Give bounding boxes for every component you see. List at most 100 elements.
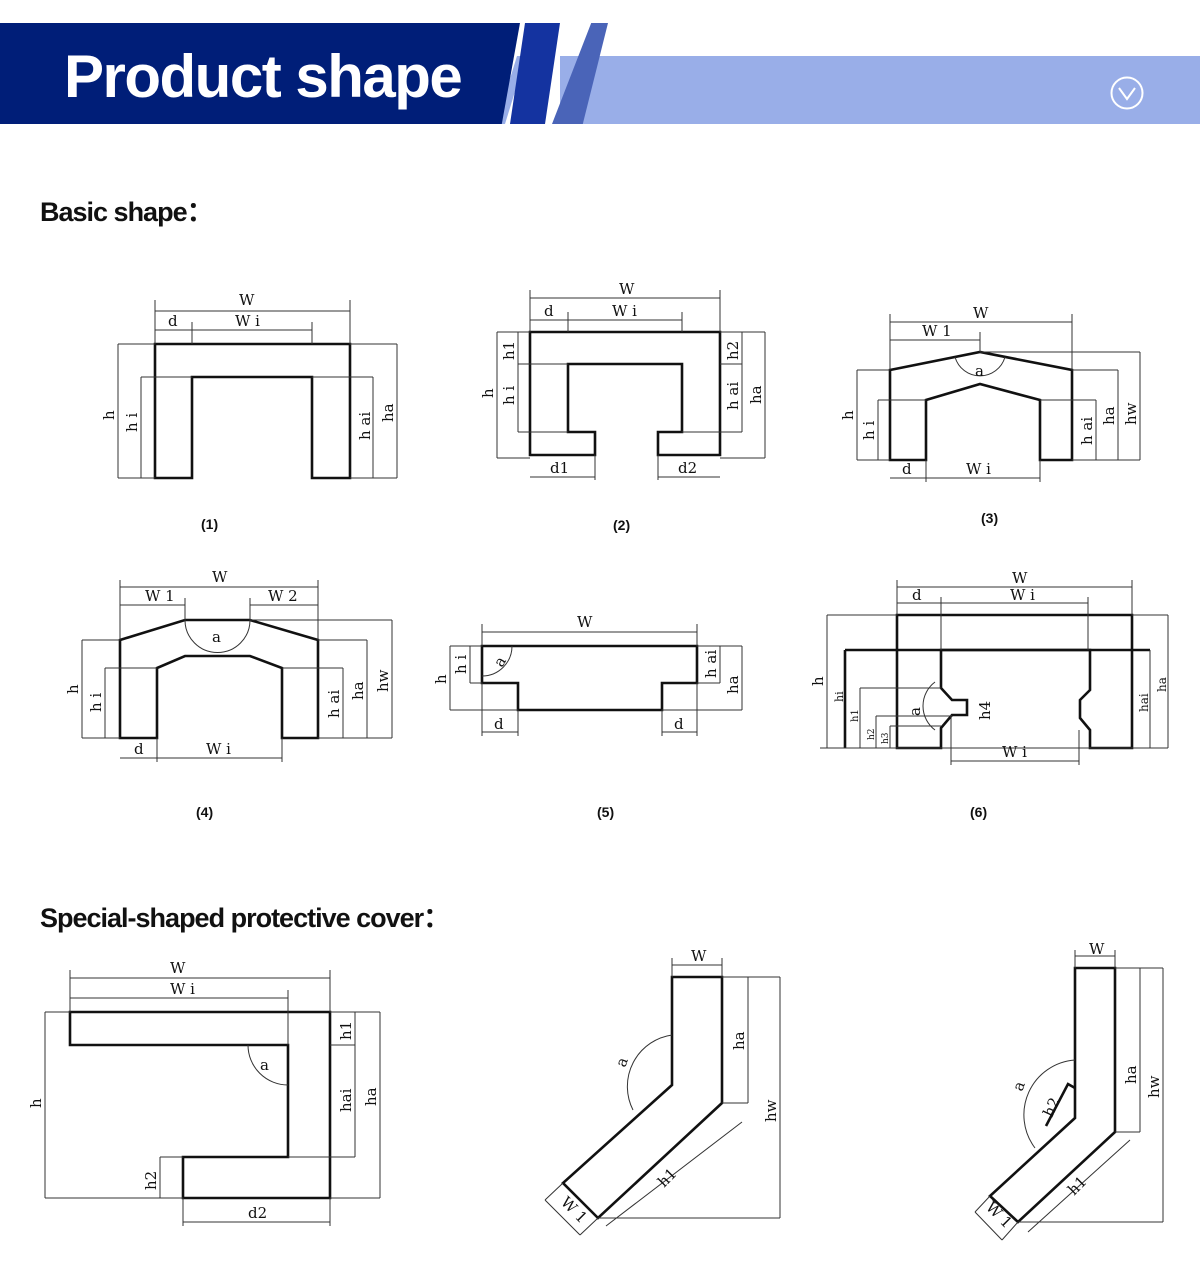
dimension-label: h ai — [325, 690, 343, 718]
dimension-label: d — [544, 302, 554, 320]
dimension-label: W i — [966, 460, 991, 478]
dimension-label: h — [100, 410, 118, 420]
dimension-label: hw — [1145, 1075, 1163, 1098]
dimension-label: d2 — [248, 1204, 267, 1222]
dimension-label: h4 — [976, 701, 994, 720]
dimension-label: d2 — [678, 459, 697, 477]
dimension-label: hai — [337, 1088, 355, 1112]
dimension-label: W 1 — [557, 1193, 591, 1227]
dimension-label: W — [577, 613, 593, 631]
dimension-label: W — [1089, 940, 1105, 958]
figure-3: W W 1 a h h i h ai ha hw d W i (3) — [839, 304, 1141, 526]
dimension-label: W — [1012, 569, 1028, 587]
figure-6: W d W i h hi h1 h2 h3 a h4 hai ha W i (6… — [809, 569, 1169, 820]
dimension-label: d — [494, 715, 504, 733]
dimension-lines — [117, 300, 398, 479]
dimension-label: a — [1009, 1079, 1029, 1094]
dimension-label: W — [212, 568, 228, 586]
figure-caption: (3) — [981, 510, 998, 526]
chevron-down-circle-icon[interactable] — [1110, 76, 1144, 110]
figure-caption: (6) — [970, 804, 987, 820]
shape-outline — [988, 966, 1117, 1224]
section-heading-special: Special-shaped protective cover： — [40, 903, 450, 933]
dimension-lines — [81, 580, 393, 762]
dimension-label: W 1 — [145, 587, 175, 605]
dimension-label: hw — [762, 1099, 780, 1122]
dimension-lines — [856, 314, 1141, 482]
shape-outline — [561, 975, 724, 1220]
dimension-label: ha — [1155, 677, 1169, 692]
dimension-label: hi — [833, 691, 846, 702]
dimension-label: h1 — [500, 341, 518, 360]
dimension-label: W — [239, 291, 255, 309]
dimension-label: h2 — [724, 341, 742, 360]
dimension-label: a — [490, 653, 510, 670]
dimension-label: W — [973, 304, 989, 322]
special-shape-3: W a h2 ha hw h1 W 1 — [974, 940, 1164, 1241]
dimension-lines — [247, 1044, 289, 1086]
figure-caption: (4) — [196, 804, 213, 820]
dimension-label: ha — [349, 681, 367, 700]
dimension-label: a — [975, 362, 984, 380]
dimension-label: hw — [1122, 402, 1140, 425]
dimension-label: W 1 — [982, 1198, 1016, 1232]
dimension-label: d — [902, 460, 912, 478]
figure-4: W W 1 W 2 a h h i h ai ha hw d W i (4) — [64, 568, 393, 820]
dimension-label: hai — [1137, 693, 1151, 712]
dimension-label: h1 — [654, 1165, 680, 1191]
dimension-label: W 1 — [922, 322, 952, 340]
dimension-label: h1 — [850, 709, 861, 722]
special-shape-2: W a ha hw h1 W 1 — [544, 947, 781, 1236]
dimension-label: ha — [1122, 1065, 1140, 1084]
dimension-lines — [44, 970, 381, 1226]
dimension-label: W i — [612, 302, 637, 320]
dimension-label: ha — [730, 1031, 748, 1050]
header-light-bar — [560, 56, 1200, 124]
dimension-label: h i — [500, 386, 518, 405]
figure-caption: (1) — [201, 516, 218, 532]
dimension-label: h — [27, 1098, 45, 1108]
dimension-label: W i — [206, 740, 231, 758]
dimension-lines — [974, 950, 1164, 1241]
dimension-lines — [544, 958, 781, 1236]
dimension-label: hw — [374, 669, 392, 692]
dimension-label: d1 — [550, 459, 569, 477]
dimension-label: a — [260, 1056, 269, 1074]
dimension-label: h i — [123, 413, 141, 432]
dimension-lines — [184, 619, 251, 653]
dimension-label: h2 — [867, 728, 877, 740]
dimension-label: h — [809, 676, 827, 686]
dimension-lines — [449, 624, 743, 736]
dimension-label: h ai — [356, 412, 374, 440]
dimension-label: d — [134, 740, 144, 758]
figure-caption: (2) — [613, 517, 630, 533]
dimension-lines — [922, 681, 936, 731]
dimension-lines — [954, 356, 1006, 377]
dimension-label: h ai — [724, 382, 742, 410]
dimension-label: W — [619, 280, 635, 298]
shape-outline — [68, 1010, 332, 1200]
shape-outline — [1044, 1082, 1076, 1127]
dimension-label: h ai — [702, 650, 720, 678]
dimension-label: h1 — [337, 1021, 355, 1040]
dimension-label: h — [839, 410, 857, 420]
dimension-label: h3 — [881, 732, 891, 744]
dimension-label: ha — [362, 1087, 380, 1106]
dimension-label: W i — [1010, 586, 1035, 604]
dimension-label: h2 — [142, 1171, 160, 1190]
dimension-label: a — [906, 707, 924, 716]
dimension-label: ha — [747, 385, 765, 404]
special-shape-1: W W i h a h1 hai ha h2 d2 — [27, 959, 381, 1226]
dimension-lines — [1023, 1059, 1076, 1149]
dimension-label: h — [432, 674, 450, 684]
dimension-label: ha — [724, 675, 742, 694]
dimension-label: W i — [1002, 743, 1027, 761]
dimension-label: h — [479, 388, 497, 398]
dimension-label: h — [64, 684, 82, 694]
section-heading-basic: Basic shape： — [40, 197, 214, 227]
dimension-label: h ai — [1078, 417, 1096, 445]
header-dark-block — [0, 23, 520, 124]
dimension-label: W 2 — [268, 587, 298, 605]
dimension-label: W — [691, 947, 707, 965]
